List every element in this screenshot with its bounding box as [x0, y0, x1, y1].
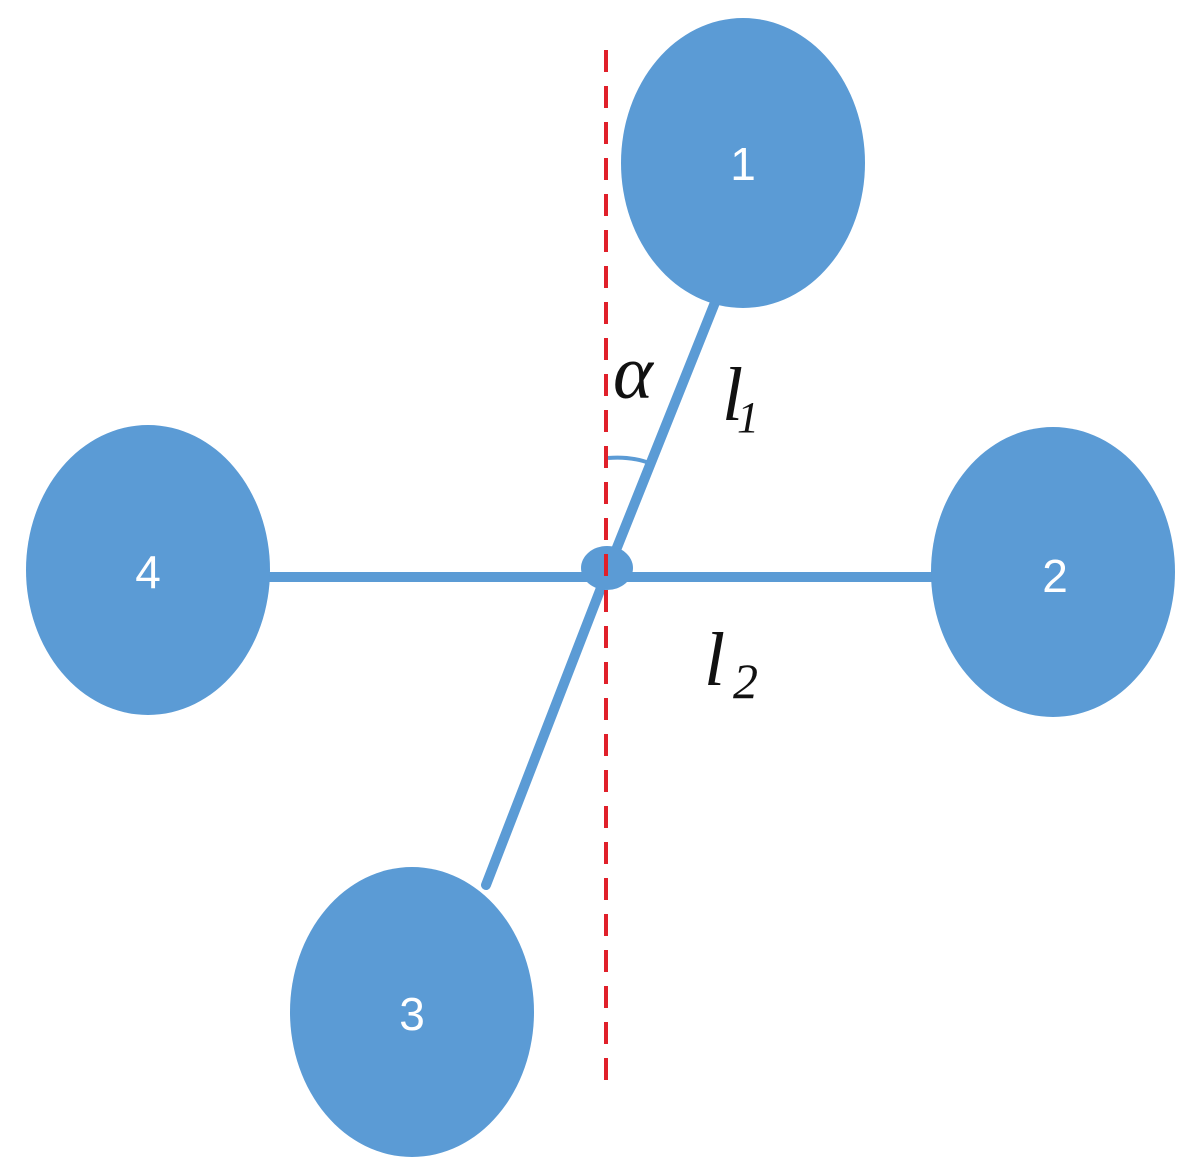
arm-3 — [481, 570, 611, 890]
rotor-label-4: 4 — [135, 546, 161, 598]
arm-length-l2-label: l — [704, 618, 725, 702]
rotor-label-2: 2 — [1042, 550, 1068, 602]
rotor-2 — [931, 427, 1175, 717]
rotor-label-1: 1 — [730, 138, 756, 190]
angle-alpha-label: α — [613, 331, 655, 415]
angle-arc — [607, 455, 653, 466]
arm-length-l1-label: l — [722, 353, 743, 437]
rotor-1 — [621, 18, 865, 308]
arm-length-l2-subscript: 2 — [733, 653, 758, 709]
arm-length-l1-subscript: 1 — [737, 393, 759, 442]
rotor-3 — [290, 867, 534, 1157]
rotor-4 — [26, 425, 270, 715]
arm-1 — [601, 295, 721, 580]
rotor-label-3: 3 — [399, 988, 425, 1040]
